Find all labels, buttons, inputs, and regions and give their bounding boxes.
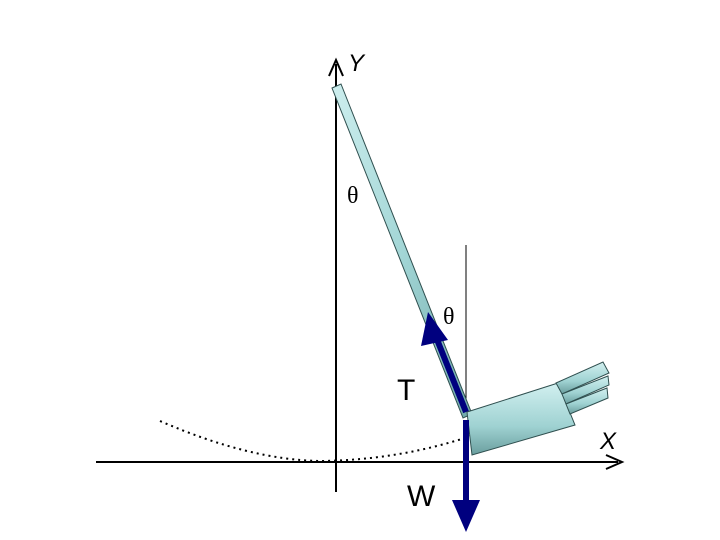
tension-label: T bbox=[397, 374, 415, 407]
weight-arrow bbox=[452, 420, 480, 532]
angle-label-bob: θ bbox=[443, 304, 455, 330]
weight-label: W bbox=[407, 480, 436, 513]
y-axis-label: Y bbox=[348, 50, 366, 77]
angle-label-pivot: θ bbox=[347, 183, 359, 209]
pendulum-bob bbox=[466, 361, 610, 456]
swing-path bbox=[159, 420, 511, 463]
y-axis bbox=[328, 57, 344, 492]
x-axis-label: X bbox=[599, 428, 617, 455]
x-axis bbox=[96, 454, 625, 470]
tension-arrow bbox=[421, 312, 469, 414]
